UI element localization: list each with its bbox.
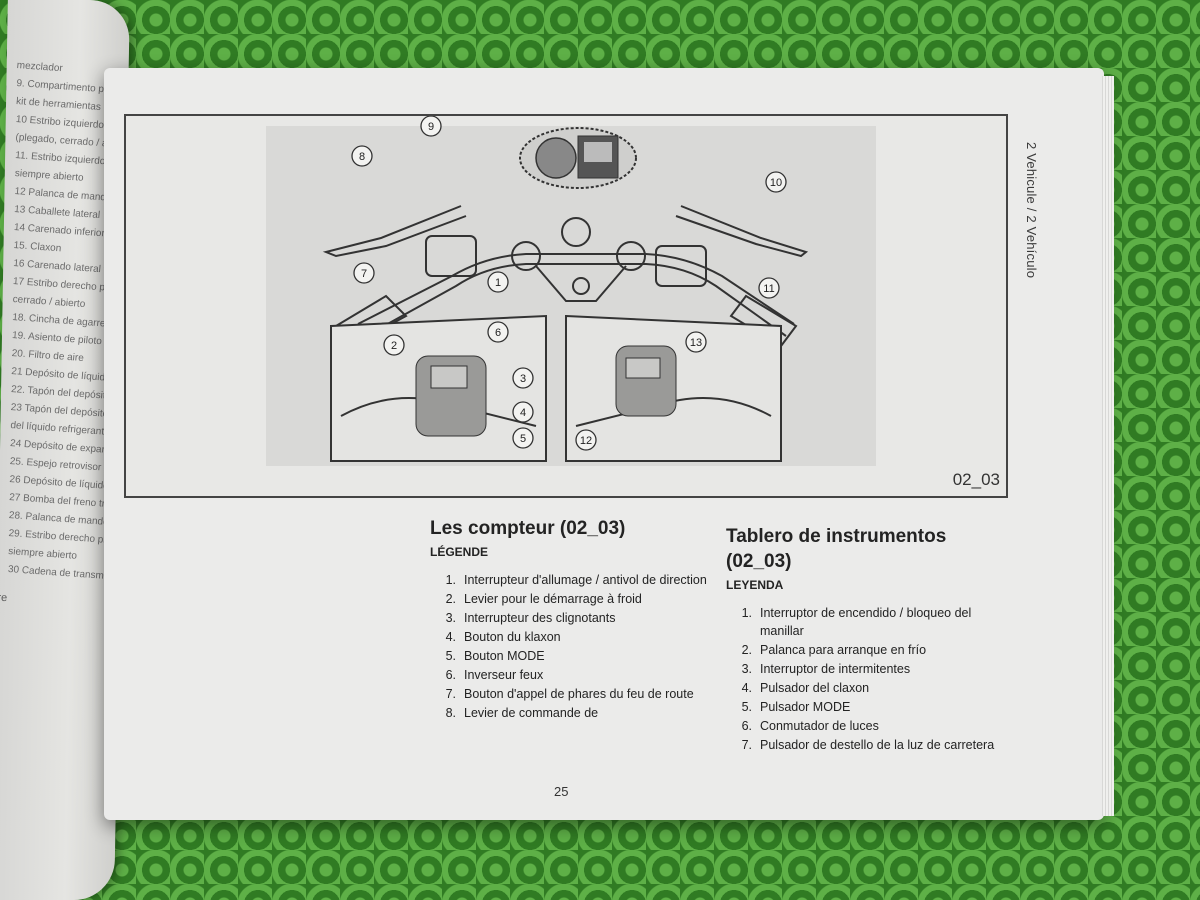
svg-text:7: 7 bbox=[361, 268, 367, 280]
legend-item-number: 3. bbox=[445, 611, 456, 625]
legend-item: 7. Pulsador de destello de la luz de carr… bbox=[726, 736, 996, 754]
legend-item-number: 7. bbox=[741, 738, 752, 752]
legend-item: 2. Levier pour le démarrage à froid bbox=[430, 590, 720, 608]
french-legend-list: 1. Interrupteur d'allumage / antivol de d… bbox=[430, 571, 720, 722]
svg-text:9: 9 bbox=[428, 121, 434, 133]
legend-item-number: 8. bbox=[445, 706, 456, 720]
legend-item-text: Palanca para arranque en frío bbox=[760, 643, 927, 657]
page-edge bbox=[1102, 76, 1114, 816]
legend-item-number: 1. bbox=[741, 606, 752, 620]
legend-item: 6. Inverseur feux bbox=[430, 666, 720, 684]
legend-item-text: Conmutador de luces bbox=[760, 719, 879, 733]
legend-item-text: Interrupteur d'allumage / antivol de dir… bbox=[464, 573, 707, 587]
svg-text:11: 11 bbox=[763, 283, 774, 295]
callout-2: 2 bbox=[383, 334, 405, 356]
legend-item: 6. Conmutador de luces bbox=[726, 717, 996, 735]
svg-text:6: 6 bbox=[495, 327, 501, 339]
handlebar-figure: 1 2 3 4 5 6 7 8 9 10 11 12 13 02_03 bbox=[124, 114, 1008, 498]
legend-item-number: 7. bbox=[445, 687, 456, 701]
callout-6: 6 bbox=[487, 321, 509, 343]
svg-text:3: 3 bbox=[520, 373, 526, 385]
svg-text:12: 12 bbox=[580, 435, 592, 447]
legend-item-number: 6. bbox=[741, 719, 752, 733]
callout-7: 7 bbox=[353, 262, 375, 284]
callout-13: 13 bbox=[685, 331, 707, 353]
legend-item: 1. Interruptor de encendido / bloqueo del… bbox=[726, 604, 996, 640]
left-switch-detail bbox=[330, 314, 547, 462]
svg-text:2: 2 bbox=[391, 340, 397, 352]
svg-text:10: 10 bbox=[770, 177, 782, 189]
legend-item-text: Inverseur feux bbox=[464, 668, 544, 682]
svg-text:13: 13 bbox=[690, 337, 702, 349]
callout-3: 3 bbox=[512, 367, 534, 389]
svg-text:4: 4 bbox=[520, 407, 526, 419]
legend-item-text: Levier de commande de bbox=[464, 706, 599, 720]
legend-item-number: 6. bbox=[445, 668, 456, 682]
legend-item-text: Bouton d'appel de phares du feu de route bbox=[464, 687, 694, 701]
svg-text:8: 8 bbox=[359, 151, 365, 163]
legend-item: 5. Bouton MODE bbox=[430, 647, 720, 665]
spanish-section: Tablero de instrumentos (02_03) LEYENDA … bbox=[726, 524, 996, 755]
legend-item-text: Interruptor de intermitentes bbox=[760, 662, 911, 676]
legend-item-number: 2. bbox=[741, 643, 752, 657]
legend-item: 3. Interruptor de intermitentes bbox=[726, 660, 996, 678]
legend-item-number: 3. bbox=[741, 662, 752, 676]
callout-10: 10 bbox=[765, 171, 787, 193]
callout-4: 4 bbox=[512, 401, 534, 423]
chapter-title: 2 Vehicule / 2 Vehículo bbox=[1024, 142, 1039, 279]
manual-page: 2 Vehicule / 2 Vehículo bbox=[104, 68, 1114, 820]
legend-item-text: Levier pour le démarrage à froid bbox=[464, 592, 642, 606]
legend-item-number: 5. bbox=[445, 649, 456, 663]
legend-item-number: 5. bbox=[741, 700, 752, 714]
legend-item-number: 1. bbox=[445, 573, 456, 587]
right-switch-detail bbox=[565, 314, 782, 462]
callout-11: 11 bbox=[758, 277, 780, 299]
callout-5: 5 bbox=[512, 427, 534, 449]
instrument-cluster-drawing bbox=[519, 127, 637, 189]
legend-item-text: Bouton MODE bbox=[464, 649, 545, 663]
legend-item: 5. Pulsador MODE bbox=[726, 698, 996, 716]
french-title: Les compteur (02_03) bbox=[430, 518, 626, 539]
callout-9: 9 bbox=[420, 115, 442, 137]
legend-item-number: 2. bbox=[445, 592, 456, 606]
legend-item-text: Bouton du klaxon bbox=[464, 630, 561, 644]
legend-item: 1. Interrupteur d'allumage / antivol de d… bbox=[430, 571, 720, 589]
legend-item-text: Pulsador del claxon bbox=[760, 681, 870, 695]
callout-1: 1 bbox=[487, 271, 509, 293]
legend-item-text: Interruptor de encendido / bloqueo del m… bbox=[760, 606, 972, 638]
figure-code: 02_03 bbox=[952, 470, 1000, 489]
legend-item: 7. Bouton d'appel de phares du feu de rou… bbox=[430, 685, 720, 703]
svg-text:5: 5 bbox=[520, 433, 526, 445]
page-number: 25 bbox=[554, 784, 569, 799]
handlebar-illustration: 1 2 3 4 5 6 7 8 9 10 11 12 13 bbox=[266, 115, 876, 466]
legend-item-text: Pulsador MODE bbox=[760, 700, 851, 714]
callout-12: 12 bbox=[575, 429, 597, 451]
spanish-legend-heading: LEYENDA bbox=[726, 578, 784, 592]
legend-item: 4. Bouton du klaxon bbox=[430, 628, 720, 646]
legend-item: 2. Palanca para arranque en frío bbox=[726, 641, 996, 659]
french-legend-heading: LÉGENDE bbox=[430, 545, 489, 559]
left-page-stray-text: re bbox=[0, 592, 8, 604]
legend-item-text: Interrupteur des clignotants bbox=[464, 611, 616, 625]
legend-item-number: 4. bbox=[445, 630, 456, 644]
legend-item: 4. Pulsador del claxon bbox=[726, 679, 996, 697]
legend-item: 8. Levier de commande de bbox=[430, 704, 720, 722]
legend-item-text: Pulsador de destello de la luz de carret… bbox=[760, 738, 995, 752]
spanish-legend-list: 1. Interruptor de encendido / bloqueo del… bbox=[726, 604, 996, 754]
spanish-title: Tablero de instrumentos (02_03) bbox=[726, 526, 947, 572]
legend-item: 3. Interrupteur des clignotants bbox=[430, 609, 720, 627]
callout-8: 8 bbox=[351, 145, 373, 167]
chapter-sidebar: 2 Vehicule / 2 Vehículo bbox=[1024, 142, 1054, 442]
french-section: Les compteur (02_03) LÉGENDE 1. Interrupt… bbox=[430, 516, 720, 723]
legend-item-number: 4. bbox=[741, 681, 752, 695]
svg-text:1: 1 bbox=[495, 277, 501, 289]
